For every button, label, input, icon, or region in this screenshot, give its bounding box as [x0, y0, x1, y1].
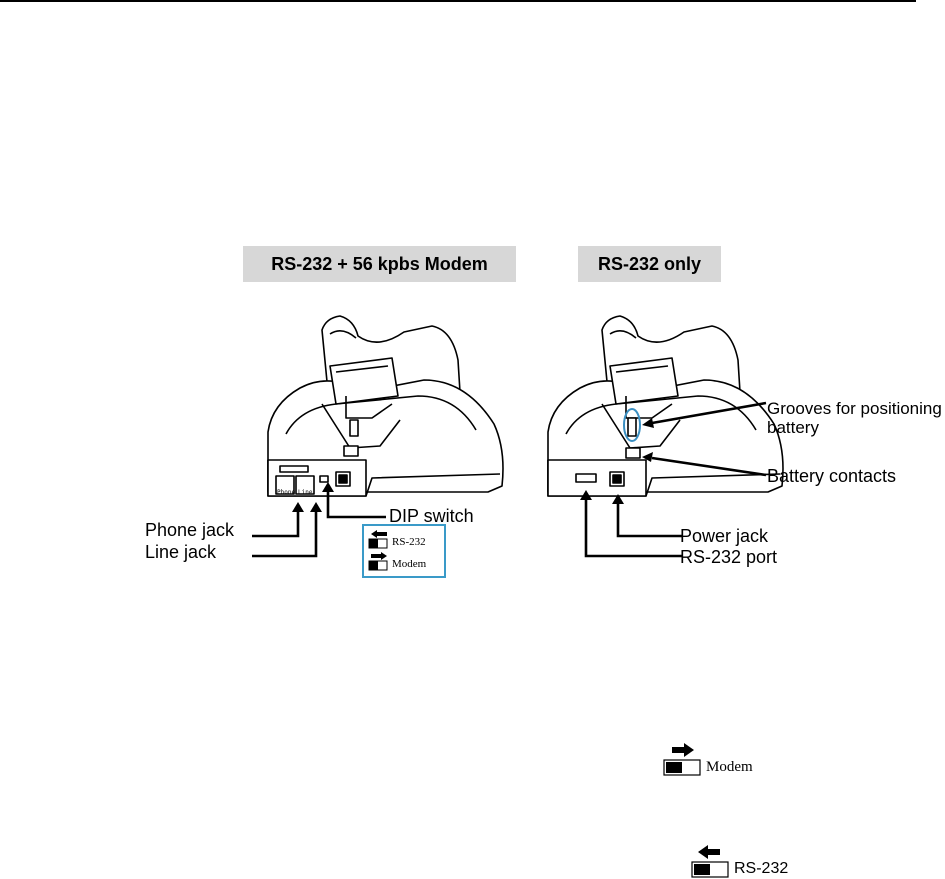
grooves-label: Grooves for positioning battery [767, 400, 945, 437]
battery-contacts-label: Battery contacts [767, 467, 896, 485]
switch-left-icon [690, 844, 730, 878]
rs232-port-label: RS-232 port [680, 548, 777, 566]
switch-right-icon [662, 742, 702, 776]
power-jack-label: Power jack [680, 527, 768, 545]
inline-modem-label: Modem [706, 759, 753, 776]
inline-rs232-switch: RS-232 [690, 844, 788, 878]
inline-modem-switch: Modem [662, 742, 753, 776]
inline-rs232-label: RS-232 [734, 860, 788, 878]
